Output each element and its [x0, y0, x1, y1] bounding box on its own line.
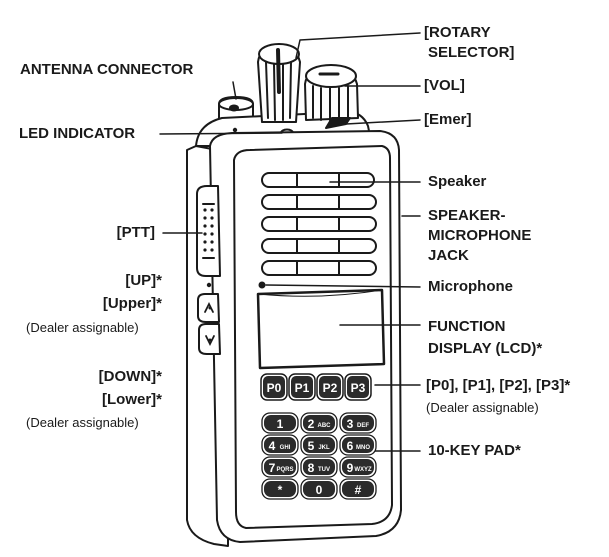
label-down-note: (Dealer assignable): [26, 414, 139, 431]
keypad-key-number: 5: [308, 439, 315, 453]
label-lower: [Lower]*: [102, 390, 162, 410]
p-button-p1[interactable]: P1: [289, 374, 315, 400]
keypad-key-number: 2: [308, 417, 315, 431]
p-button-label: P0: [267, 381, 282, 395]
label-speaker-mic-jack-line3: JACK: [428, 246, 531, 266]
keypad-key-number: 1: [277, 417, 284, 431]
label-rotary-selector: [ROTARY SELECTOR]: [424, 23, 514, 63]
keypad-key-number: *: [278, 483, 283, 497]
keypad-key-letters: JKL: [318, 445, 330, 451]
label-rotary-selector-line2: SELECTOR]: [424, 43, 514, 63]
label-up: [UP]*: [125, 271, 162, 291]
ptt-button[interactable]: [197, 186, 220, 276]
p-button-p0[interactable]: P0: [261, 374, 287, 400]
keypad-key-letters: GHI: [280, 445, 291, 451]
keypad-key-number: 0: [316, 483, 323, 497]
p-button-label: P1: [295, 381, 310, 395]
keypad-key-number: 3: [347, 417, 354, 431]
label-speaker-mic-jack: SPEAKER- MICROPHONE JACK: [428, 206, 531, 266]
label-led-indicator: LED INDICATOR: [19, 124, 135, 144]
label-emer: [Emer]: [424, 110, 472, 130]
keypad-key-star[interactable]: *: [262, 479, 298, 499]
p-button-label: P2: [323, 381, 338, 395]
keypad-key-number: 8: [308, 461, 315, 475]
keypad-key-number: 7: [269, 461, 276, 475]
label-p-keys-note: (Dealer assignable): [426, 399, 539, 416]
label-vol: [VOL]: [424, 76, 465, 96]
label-ptt: [PTT]: [117, 223, 155, 243]
label-microphone: Microphone: [428, 277, 513, 297]
label-upper: [Upper]*: [103, 294, 162, 314]
keypad-key-letters: ABC: [318, 423, 332, 429]
label-speaker-mic-jack-line2: MICROPHONE: [428, 226, 531, 246]
label-function-display-line1: FUNCTION: [428, 316, 542, 338]
p-button-p3[interactable]: P3: [345, 374, 371, 400]
microphone-hole: [260, 283, 265, 288]
label-function-display: FUNCTION DISPLAY (LCD)*: [428, 316, 542, 360]
keypad-key-number: 9: [347, 461, 354, 475]
lcd-display: [258, 290, 384, 368]
keypad-key-letters: MNO: [356, 445, 370, 451]
label-rotary-selector-line1: [ROTARY: [424, 23, 514, 43]
p-button-p2[interactable]: P2: [317, 374, 343, 400]
keypad-key-number: #: [355, 483, 362, 497]
rotary-selector-knob[interactable]: [258, 44, 300, 122]
keypad-key-hash[interactable]: #: [340, 479, 376, 499]
keypad-key-letters: TUV: [318, 467, 330, 473]
keypad-key-letters: PQRS: [276, 467, 293, 473]
label-speaker: Speaker: [428, 172, 486, 192]
keypad-key-0[interactable]: 0: [301, 479, 337, 499]
label-function-display-line2: DISPLAY (LCD)*: [428, 338, 542, 360]
label-down: [DOWN]*: [99, 367, 162, 387]
keypad-key-1[interactable]: 1: [262, 413, 298, 433]
label-speaker-mic-jack-line1: SPEAKER-: [428, 206, 531, 226]
label-up-note: (Dealer assignable): [26, 319, 139, 336]
volume-knob[interactable]: [305, 65, 358, 120]
keypad-key-number: 4: [269, 439, 276, 453]
keypad-key-letters: WXYZ: [354, 467, 372, 473]
keypad-key-number: 6: [347, 439, 354, 453]
p-button-label: P3: [351, 381, 366, 395]
label-antenna-connector: ANTENNA CONNECTOR: [20, 60, 193, 80]
keypad-key-letters: DEF: [357, 423, 369, 429]
antenna-connector-part: [219, 97, 253, 118]
label-p-keys: [P0], [P1], [P2], [P3]*: [426, 376, 570, 396]
label-ten-key-pad: 10-KEY PAD*: [428, 441, 521, 461]
keypad-key-4[interactable]: 4 GHI: [262, 435, 298, 455]
